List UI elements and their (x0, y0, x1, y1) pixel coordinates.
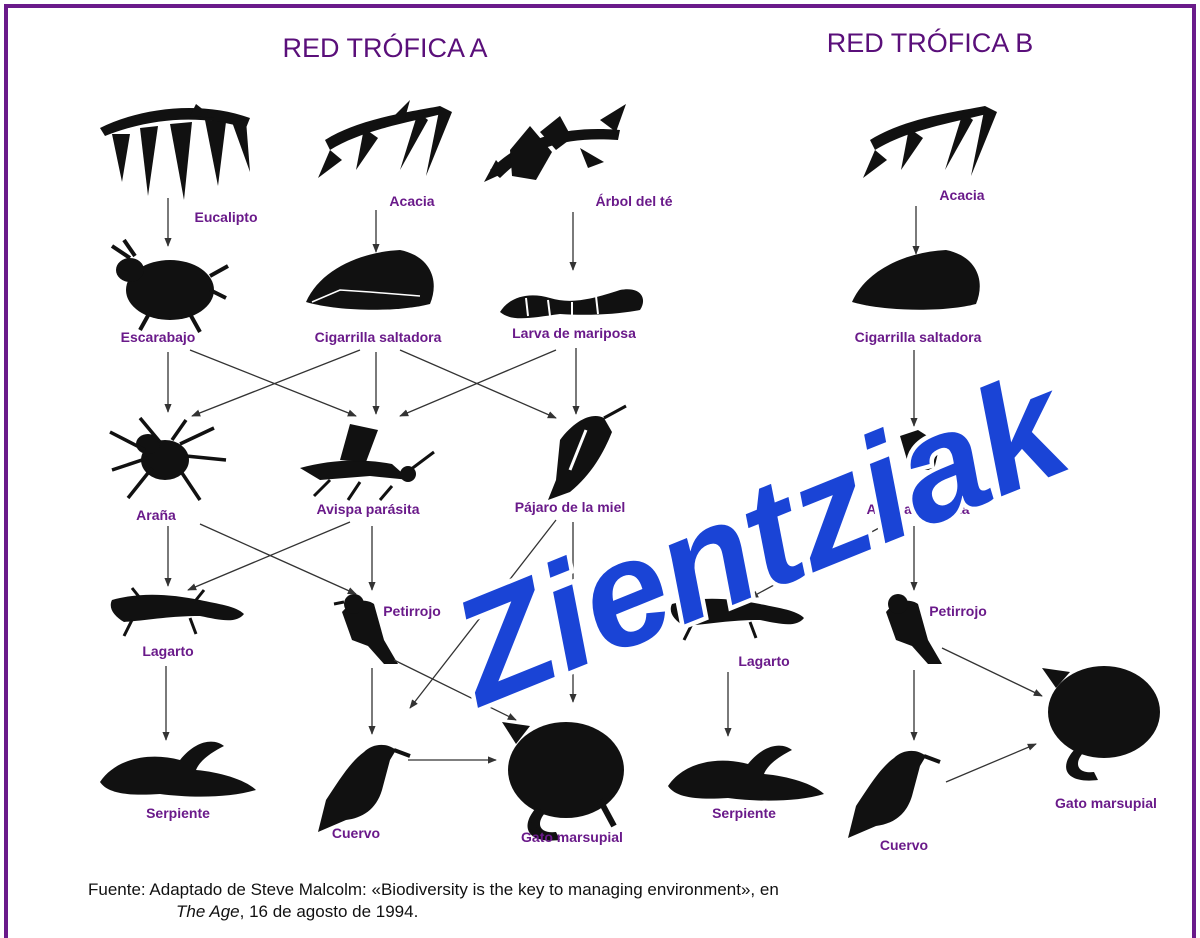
source-line-1: Fuente: Adaptado de Steve Malcolm: «Biod… (88, 880, 779, 900)
label-larva: Larva de mariposa (512, 325, 636, 341)
label-b-petirrojo: Petirrojo (929, 603, 987, 619)
source-publication: The Age (176, 902, 240, 921)
title-web-a: RED TRÓFICA A (282, 32, 487, 63)
source-line-2: The Age, 16 de agosto de 1994. (176, 902, 418, 922)
label-cuervo: Cuervo (332, 825, 380, 841)
arana-illustration (110, 418, 226, 500)
label-serpiente: Serpiente (146, 805, 210, 821)
acacia-b-illustration (863, 106, 997, 178)
lagarto-illustration (111, 588, 244, 636)
eucalipto-illustration (100, 104, 250, 200)
label-avispa: Avispa parásita (317, 501, 420, 517)
cigarrilla-b-illustration (852, 250, 980, 310)
arbol-del-te-illustration (484, 104, 626, 182)
label-petirrojo: Petirrojo (383, 603, 441, 619)
label-b-serpiente: Serpiente (712, 805, 776, 821)
cuervo-b-illustration (848, 751, 940, 838)
serpiente-b-illustration (668, 746, 824, 801)
label-b-lagarto: Lagarto (738, 653, 789, 669)
cuervo-illustration (318, 745, 410, 832)
label-b-acacia: Acacia (939, 187, 984, 203)
label-acacia: Acacia (389, 193, 434, 209)
label-arbol-del-te: Árbol del té (595, 193, 672, 209)
label-gato-marsupial: Gato marsupial (521, 829, 623, 845)
acacia-illustration (318, 100, 452, 178)
escarabajo-illustration (112, 240, 228, 332)
pajaro-miel-illustration (548, 406, 626, 500)
watermark-text: Zientziak (427, 338, 1095, 738)
label-b-cigarrilla: Cigarrilla saltadora (855, 329, 982, 345)
label-cigarrilla: Cigarrilla saltadora (315, 329, 442, 345)
label-lagarto: Lagarto (142, 643, 193, 659)
serpiente-illustration (100, 742, 256, 797)
label-eucalipto: Eucalipto (194, 209, 257, 225)
source-date: , 16 de agosto de 1994. (240, 902, 419, 921)
avispa-illustration (300, 424, 434, 500)
label-escarabajo: Escarabajo (121, 329, 196, 345)
label-b-cuervo: Cuervo (880, 837, 928, 853)
label-arana: Araña (136, 507, 176, 523)
gato-marsupial-illustration (502, 722, 624, 841)
larva-illustration (500, 289, 643, 318)
label-b-gato-marsupial: Gato marsupial (1055, 795, 1157, 811)
watermark: Zientziak (427, 338, 1095, 738)
title-web-b: RED TRÓFICA B (827, 27, 1034, 58)
cigarrilla-illustration (306, 250, 434, 310)
gato-marsupial-b-illustration (1042, 666, 1160, 781)
